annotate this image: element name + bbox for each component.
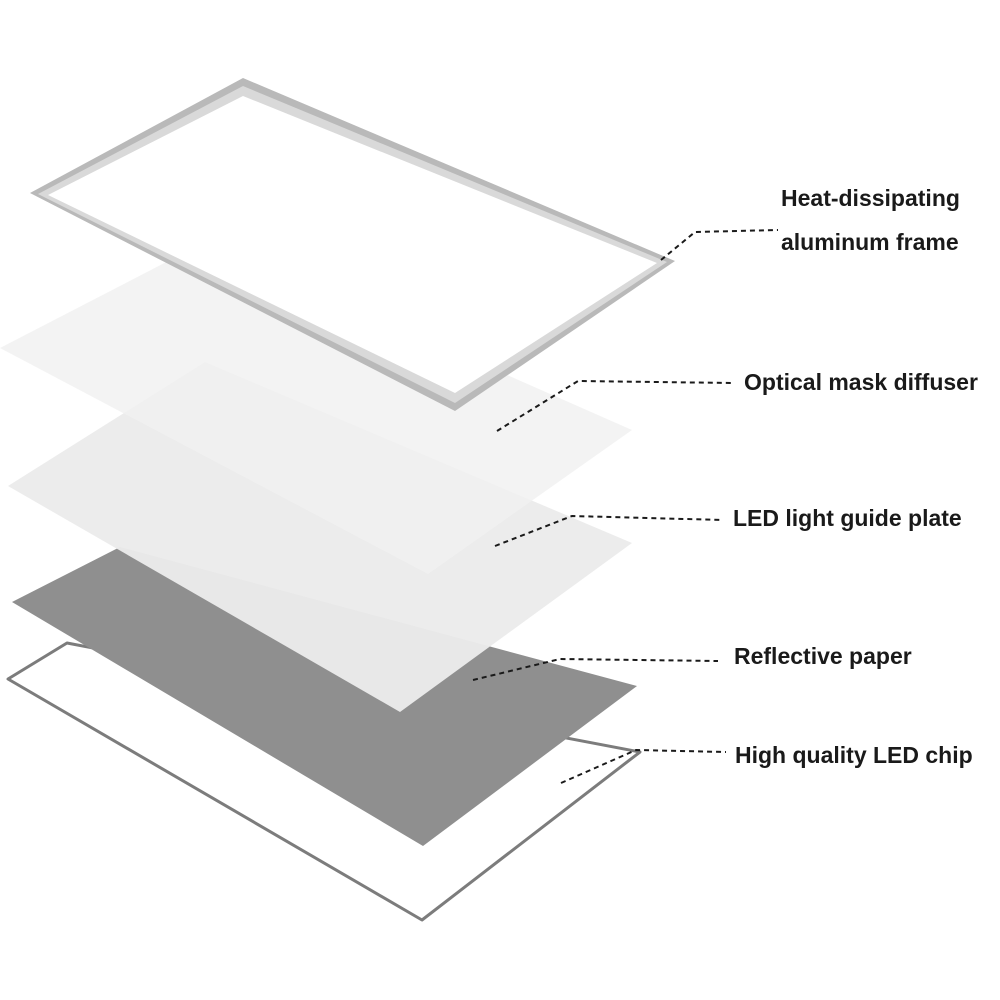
chip-label: High quality LED chip (735, 742, 973, 768)
reflective-leader-line (472, 657, 719, 681)
diffuser-label: Optical mask diffuser (744, 369, 978, 395)
light-guide-plate-layer (8, 362, 632, 712)
diffuser-leader-line (496, 379, 734, 432)
frame-label-line-2: aluminum frame (781, 229, 959, 255)
reflective-paper-layer (12, 547, 637, 846)
aluminum-frame-layer (30, 78, 675, 411)
optical-diffuser-layer (0, 242, 632, 574)
guide-label: LED light guide plate (733, 505, 962, 531)
guide-leader-line (494, 514, 724, 547)
frame-label-line-1: Heat-dissipating (781, 185, 960, 211)
chip-leader-line (560, 748, 727, 784)
frame-label: Heat-dissipating aluminum frame (781, 185, 966, 255)
reflective-label: Reflective paper (734, 643, 912, 669)
frame-leader-line (660, 229, 779, 261)
frame-opening (48, 96, 657, 393)
